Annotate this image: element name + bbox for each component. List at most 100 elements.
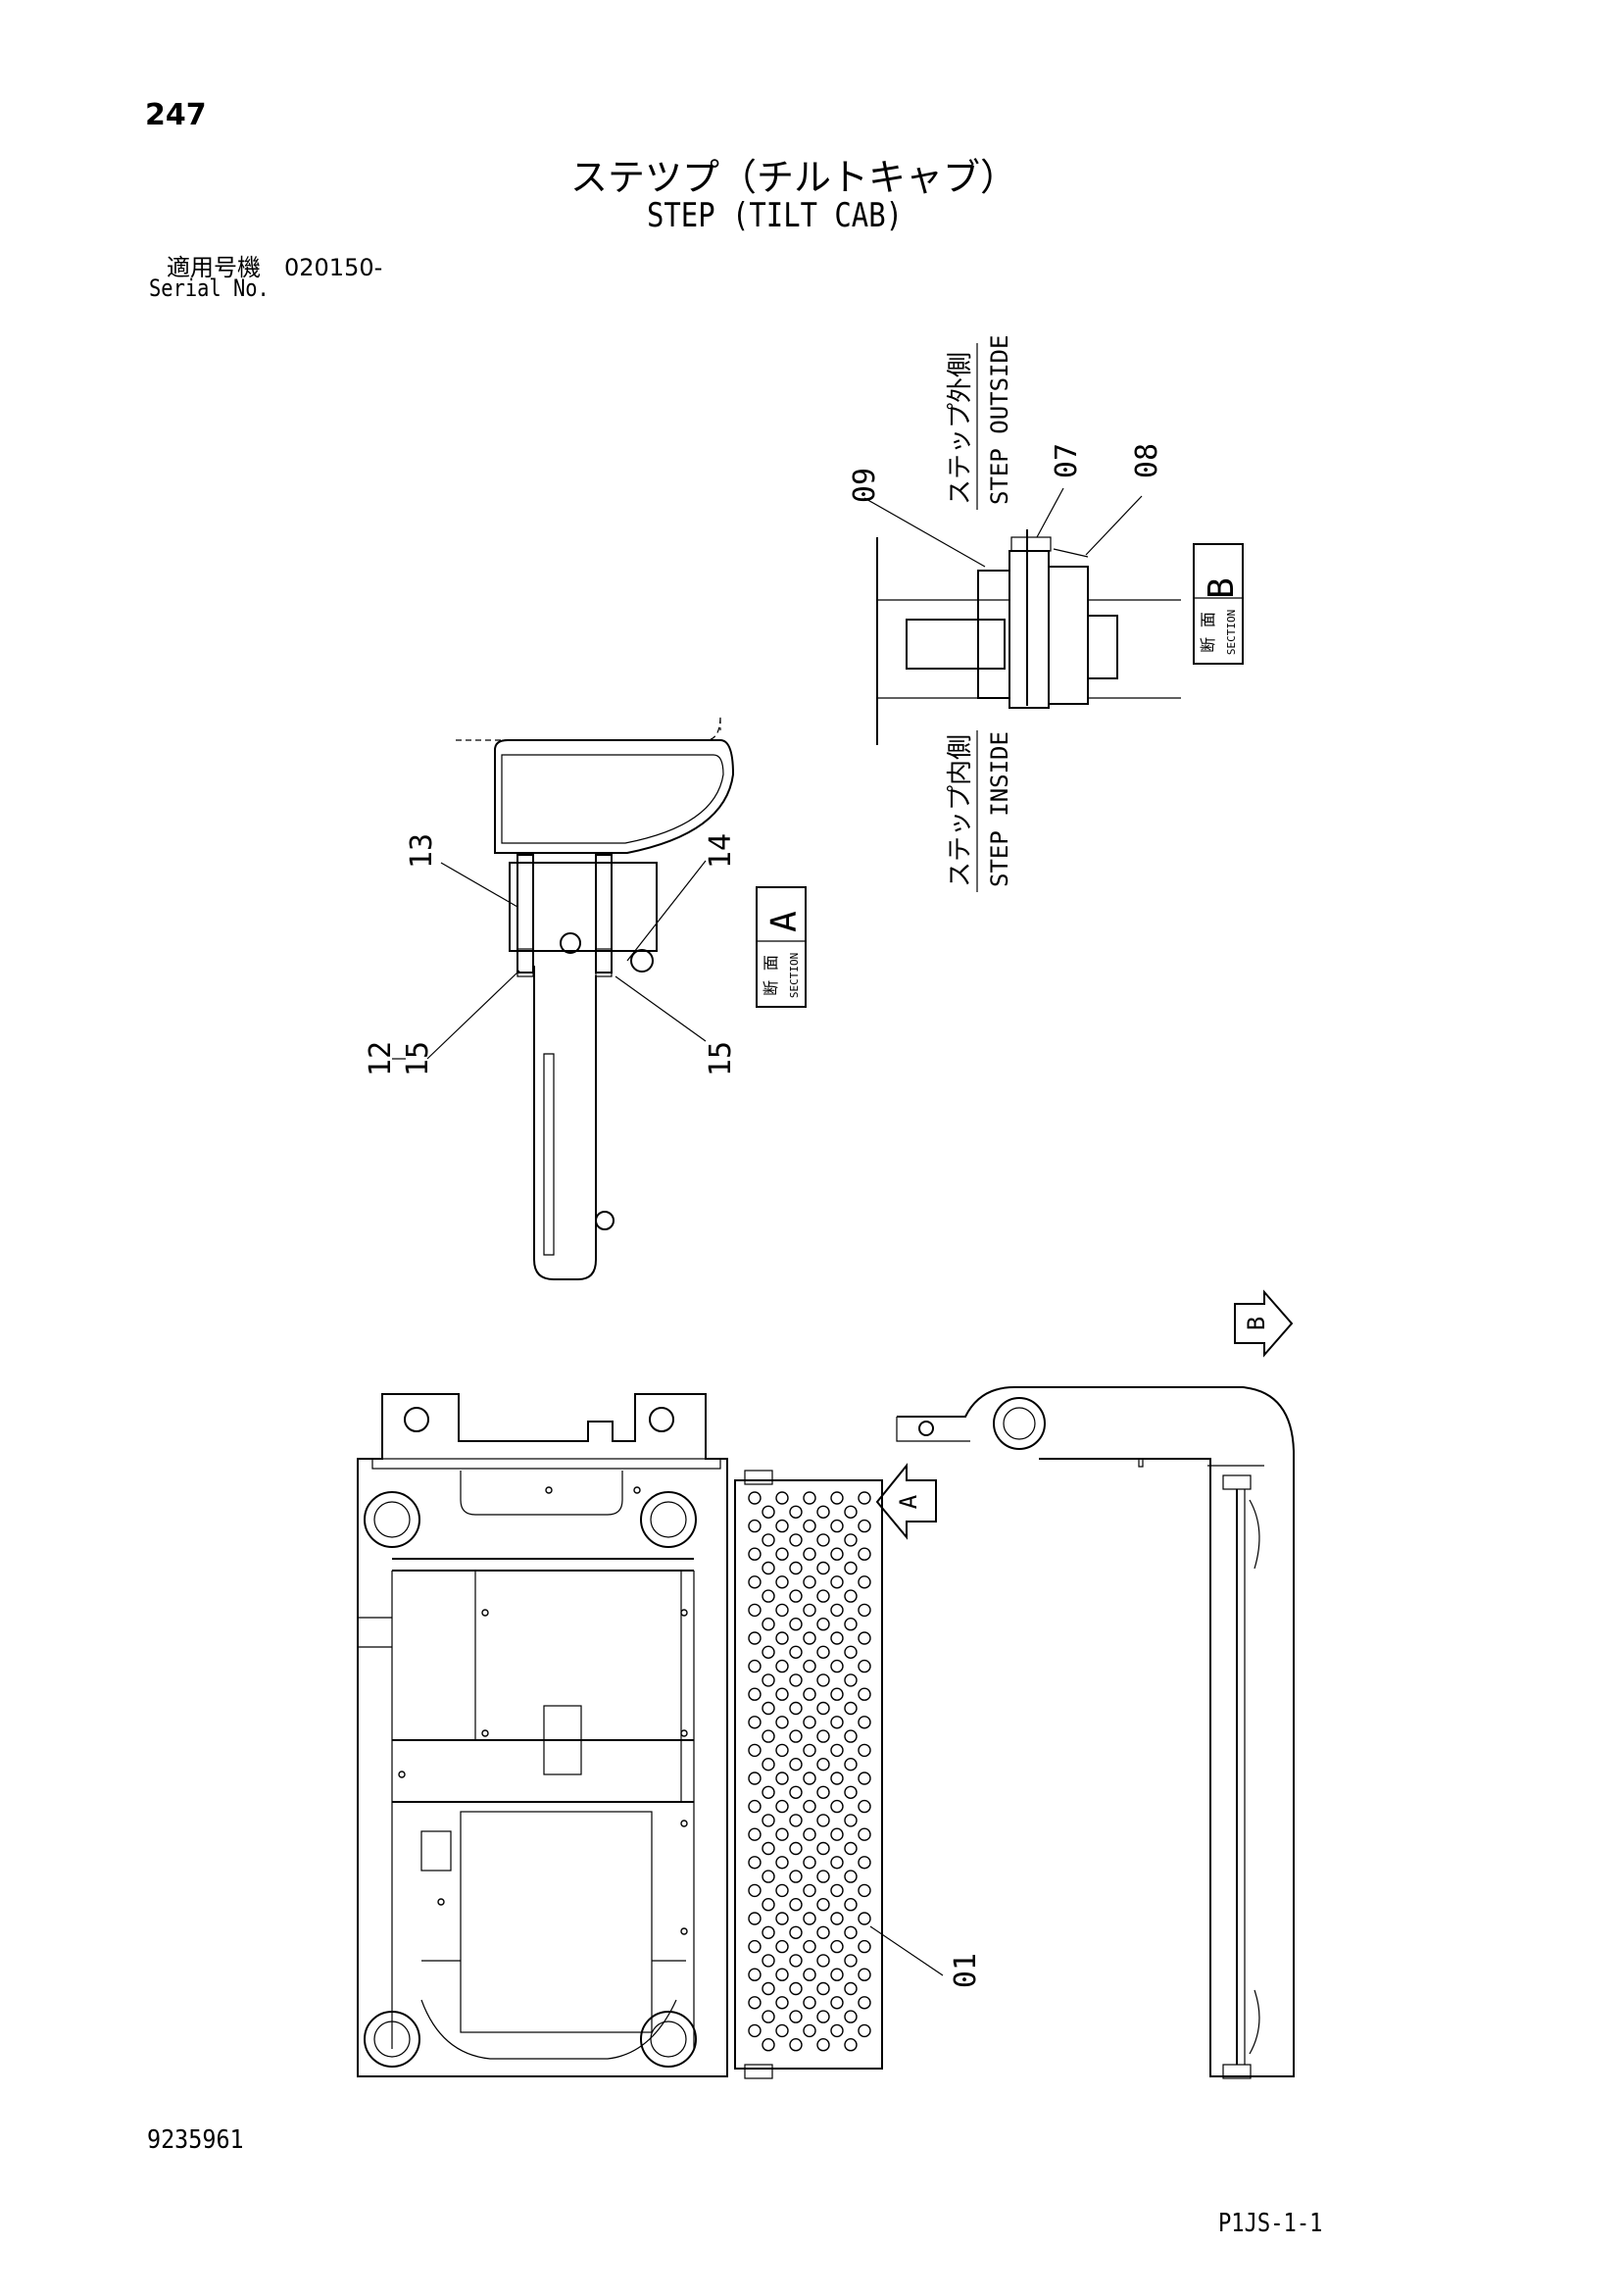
- perforation-hole: [844, 1561, 858, 1575]
- perforation-hole: [844, 1757, 858, 1772]
- perforation-hole: [762, 1981, 775, 1996]
- perforation-hole: [762, 1561, 775, 1575]
- perforation-hole: [858, 1772, 871, 1785]
- perforation-hole: [775, 1743, 789, 1758]
- perforation-hole: [789, 1673, 803, 1687]
- perforation-hole: [803, 1547, 816, 1561]
- perforation-hole: [748, 1856, 762, 1870]
- perforation-hole: [830, 1491, 844, 1505]
- title-japanese: ステツプ（チルトキャブ）: [570, 156, 1018, 199]
- perforation-hole: [775, 1827, 789, 1841]
- perforation-hole: [816, 1561, 830, 1575]
- perforation-hole: [844, 1870, 858, 1883]
- perforation-hole: [775, 1631, 789, 1645]
- perforation-hole: [844, 1673, 858, 1687]
- step-plate: 01: [734, 1470, 983, 2079]
- perforation-hole: [775, 1996, 789, 2010]
- perforation-hole: [816, 1505, 830, 1520]
- perforation-hole: [762, 1589, 775, 1603]
- perforation-hole: [844, 1505, 858, 1520]
- perforation-hole: [748, 1772, 762, 1785]
- section-b-detail: B 断 面 SECTION 09 07 08 ステップ外側 STEP OUTSI…: [848, 335, 1244, 892]
- perforation-hole: [803, 1687, 816, 1701]
- perforation-hole: [748, 1716, 762, 1729]
- perforation-hole: [762, 1505, 775, 1520]
- perforation-hole: [858, 1856, 871, 1870]
- perforation-hole: [844, 2037, 858, 2052]
- perforation-hole: [789, 2010, 803, 2023]
- perforation-hole: [748, 1547, 762, 1561]
- perforation-hole: [803, 1827, 816, 1841]
- perforation-hole: [858, 1519, 871, 1533]
- perforation-hole: [816, 1673, 830, 1687]
- perforation-hole: [830, 1547, 844, 1561]
- perforation-hole: [858, 1716, 871, 1729]
- perforation-hole: [858, 2023, 871, 2038]
- perforation-hole: [803, 1659, 816, 1673]
- perforation-hole: [844, 1645, 858, 1660]
- perforation-hole: [830, 1687, 844, 1701]
- perforation-hole: [816, 1617, 830, 1631]
- perforation-hole: [844, 1589, 858, 1603]
- perforation-hole: [748, 1491, 762, 1505]
- perforation-hole: [816, 2037, 830, 2052]
- perforation-hole: [748, 1659, 762, 1673]
- perforation-hole: [858, 1631, 871, 1645]
- step-outside-en: STEP OUTSIDE: [986, 335, 1013, 505]
- perforation-hole: [844, 1925, 858, 1940]
- callout-08: 08: [1130, 443, 1164, 478]
- perforation-hole: [748, 1939, 762, 1954]
- step-inside-en: STEP INSIDE: [986, 731, 1013, 887]
- perforation-hole: [762, 2037, 775, 2052]
- perforation-hole: [789, 1505, 803, 1520]
- perforation-hole: [803, 1772, 816, 1785]
- perforation-hole: [789, 1785, 803, 1800]
- section-a-en: SECTION: [788, 953, 801, 998]
- perforation-hole: [789, 2037, 803, 2052]
- callout-13: 13: [405, 833, 439, 869]
- perforation-hole: [844, 1617, 858, 1631]
- perforation-hole: [789, 1701, 803, 1716]
- section-a-detail: A 断 面 SECTION 13 14 12 15 15: [364, 715, 807, 1280]
- perforation-hole: [844, 1897, 858, 1912]
- perforation-hole: [830, 1716, 844, 1729]
- section-b-letter: B: [1202, 577, 1242, 599]
- perforation-hole: [844, 1729, 858, 1743]
- perforation-hole: [775, 1912, 789, 1925]
- perforation-hole: [775, 1547, 789, 1561]
- callout-15-right: 15: [704, 1041, 738, 1076]
- perforation-hole: [748, 2023, 762, 2038]
- perforation-hole: [762, 1925, 775, 1940]
- perforation-hole: [844, 1841, 858, 1856]
- perforation-hole: [830, 1939, 844, 1954]
- callout-07: 07: [1050, 443, 1084, 478]
- perforation-hole: [858, 1687, 871, 1701]
- perforation-hole: [830, 1883, 844, 1898]
- perforation-hole: [789, 1897, 803, 1912]
- perforation-hole: [748, 1575, 762, 1589]
- section-b-arrow: B: [1234, 1289, 1294, 1358]
- perforation-hole: [830, 1603, 844, 1618]
- perforation-hole: [830, 1519, 844, 1533]
- perforation-hole: [775, 1603, 789, 1618]
- perforation-hole: [816, 1814, 830, 1827]
- perforation-hole: [789, 1814, 803, 1827]
- perforation-hole: [816, 2010, 830, 2023]
- perforation-hole: [775, 1799, 789, 1814]
- perforation-hole: [858, 1912, 871, 1925]
- perforation-hole: [803, 1883, 816, 1898]
- perforation-hole: [775, 1491, 789, 1505]
- perforation-hole: [830, 1743, 844, 1758]
- perforation-hole: [844, 1533, 858, 1547]
- perforation-hole: [803, 2023, 816, 2038]
- perforation-hole: [858, 1491, 871, 1505]
- perforation-hole: [816, 1757, 830, 1772]
- arrow-b-letter: B: [1243, 1317, 1270, 1330]
- perforation-hole: [789, 1729, 803, 1743]
- perforation-hole: [775, 1939, 789, 1954]
- perforation-hole: [858, 1603, 871, 1618]
- perforation-hole: [803, 1856, 816, 1870]
- perforation-hole: [775, 1519, 789, 1533]
- perforation-hole: [816, 1729, 830, 1743]
